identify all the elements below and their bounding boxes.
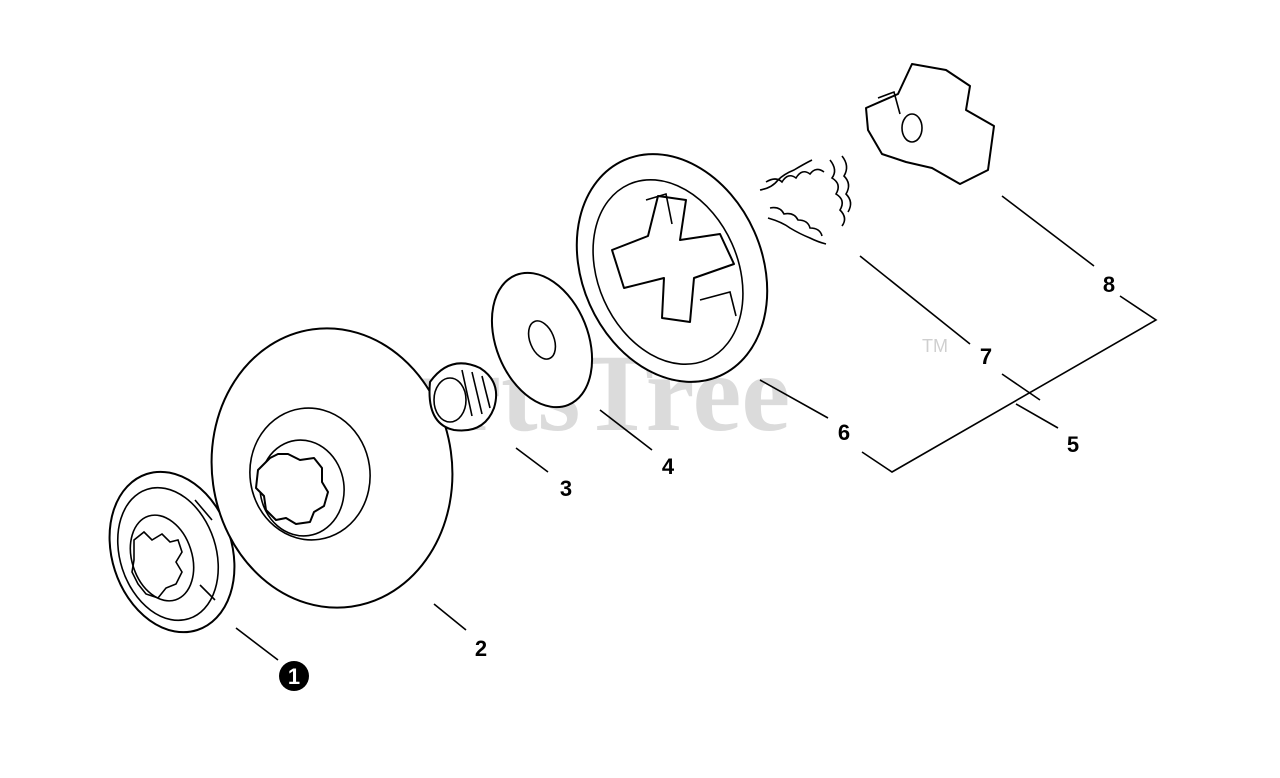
leader-4 — [599, 409, 653, 451]
leader-5-b — [1015, 403, 1059, 429]
part-springs[interactable] — [759, 155, 852, 245]
part-clutch-hub[interactable] — [542, 124, 802, 413]
leader-1 — [235, 627, 279, 661]
part-washer[interactable] — [473, 258, 611, 422]
leader-5-a — [1001, 373, 1041, 401]
callout-1-badge — [279, 661, 309, 691]
callout-3-label[interactable]: 3 — [560, 476, 572, 501]
leader-2 — [433, 603, 467, 631]
leader-7 — [859, 255, 971, 345]
leader-6 — [759, 379, 829, 419]
callout-7-label[interactable]: 7 — [980, 344, 992, 369]
leader-3 — [515, 447, 549, 473]
trademark-text: TM — [922, 336, 948, 356]
callout-2-label[interactable]: 2 — [475, 636, 487, 661]
part-needle-bearing[interactable] — [428, 362, 498, 432]
bracket-5 — [861, 295, 1158, 473]
leader-8 — [1001, 195, 1095, 267]
callout-1[interactable]: 1 — [279, 661, 309, 691]
callout-5-label[interactable]: 5 — [1067, 432, 1079, 457]
callout-6-label[interactable]: 6 — [838, 420, 850, 445]
part-clutch-shoe[interactable] — [865, 63, 995, 185]
callout-4-label[interactable]: 4 — [662, 454, 675, 479]
callout-8-label[interactable]: 8 — [1103, 272, 1115, 297]
part-clutch-drum[interactable] — [194, 313, 471, 624]
callout-1-label: 1 — [288, 664, 300, 689]
